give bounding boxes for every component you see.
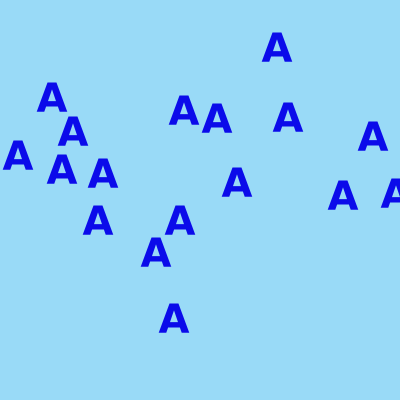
letter-a-11: A — [221, 161, 253, 207]
letter-a-12: A — [327, 174, 359, 220]
letter-a-6: A — [357, 115, 389, 161]
letter-a-8: A — [2, 134, 34, 180]
letter-a-2: A — [36, 76, 68, 122]
letter-a-14: A — [82, 199, 114, 245]
letter-a-10: A — [87, 152, 119, 198]
letter-a-13: A — [380, 172, 400, 218]
letter-a-15: A — [164, 199, 196, 245]
letter-a-1: A — [261, 26, 293, 72]
letter-a-5: A — [272, 96, 304, 142]
letter-a-17: A — [158, 297, 190, 343]
letter-a-7: A — [57, 110, 89, 156]
letter-a-4: A — [201, 97, 233, 143]
letter-a-3: A — [168, 89, 200, 135]
letter-a-16: A — [140, 231, 172, 277]
letter-a-9: A — [46, 148, 78, 194]
